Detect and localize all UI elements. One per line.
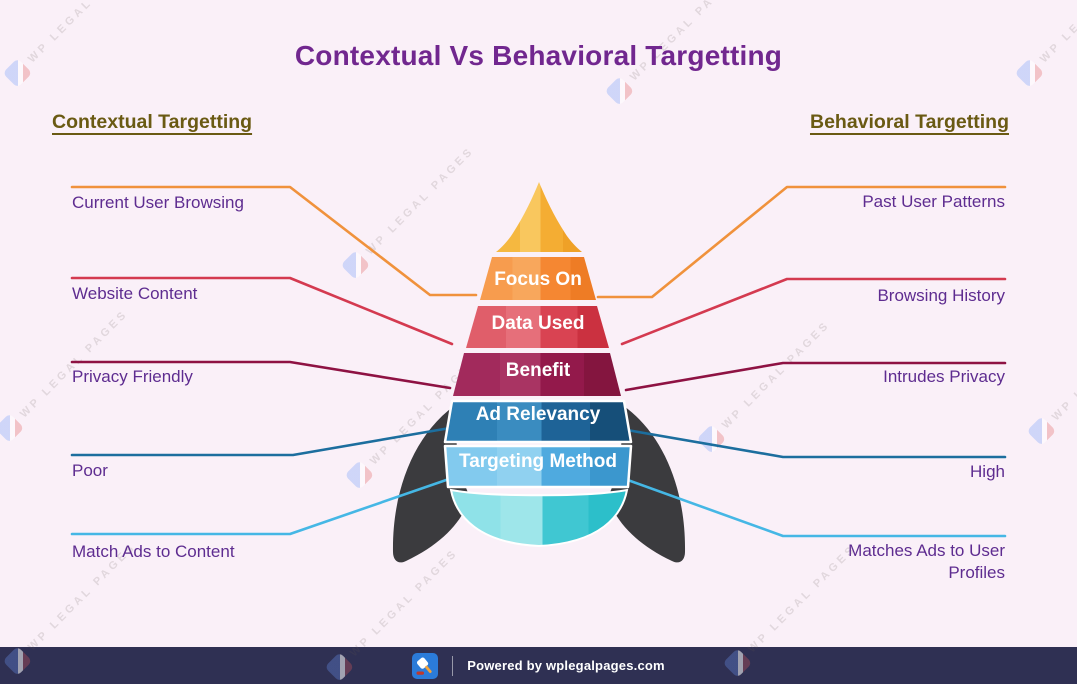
footer-content: Powered by wplegalpages.com (0, 647, 1077, 684)
label-contextual-focus-on: Current User Browsing (72, 193, 244, 212)
band-label-focus-on: Focus On (494, 269, 582, 290)
label-behavioral-targeting-method: Matches Ads to User Profiles (848, 541, 1005, 582)
label-contextual-data-used: Website Content (72, 284, 198, 303)
band-benefit (453, 353, 621, 396)
rocket-nose-cone (496, 182, 582, 252)
wplegalpages-gavel-logo-icon (412, 652, 439, 679)
rocket-tail (449, 488, 629, 548)
left-column-header: Contextual Targetting (52, 111, 253, 133)
powered-by-text: Powered by wplegalpages.com (467, 658, 665, 673)
connector-ad-relevancy-right (625, 428, 1007, 459)
band-targeting-method (443, 444, 633, 489)
label-contextual-benefit: Privacy Friendly (72, 367, 193, 386)
footer-bar: Powered by wplegalpages.com (0, 647, 1077, 684)
label-contextual-ad-relevancy: Poor (72, 461, 108, 480)
connector-targeting-method-right (623, 477, 1007, 538)
connector-benefit-left (70, 360, 452, 390)
footer-divider (452, 655, 454, 676)
band-label-data-used: Data Used (491, 313, 585, 334)
band-label-targeting-method: Targeting Method (459, 451, 617, 472)
band-label-ad-relevancy: Ad Relevancy (475, 404, 601, 425)
connector-focus-on-left (70, 185, 478, 297)
connector-data-used-right (620, 277, 1007, 346)
connector-data-used-left (70, 276, 454, 346)
label-behavioral-data-used: Browsing History (877, 286, 1005, 305)
label-behavioral-benefit: Intrudes Privacy (883, 367, 1005, 386)
label-behavioral-focus-on: Past User Patterns (862, 192, 1005, 211)
connector-focus-on-right (596, 185, 1007, 299)
connector-ad-relevancy-left (70, 426, 452, 457)
label-behavioral-ad-relevancy: High (970, 462, 1005, 481)
connector-targeting-method-left (70, 476, 454, 536)
band-ad-relevancy (443, 399, 633, 444)
band-focus-on (480, 257, 596, 300)
band-label-benefit: Benefit (505, 360, 571, 381)
connector-benefit-right (624, 361, 1007, 392)
right-column-header: Behavioral Targetting (809, 111, 1009, 133)
page-title: Contextual Vs Behavioral Targetting (294, 40, 783, 71)
band-data-used (466, 306, 609, 348)
label-contextual-targeting-method: Match Ads to Content (72, 542, 235, 561)
